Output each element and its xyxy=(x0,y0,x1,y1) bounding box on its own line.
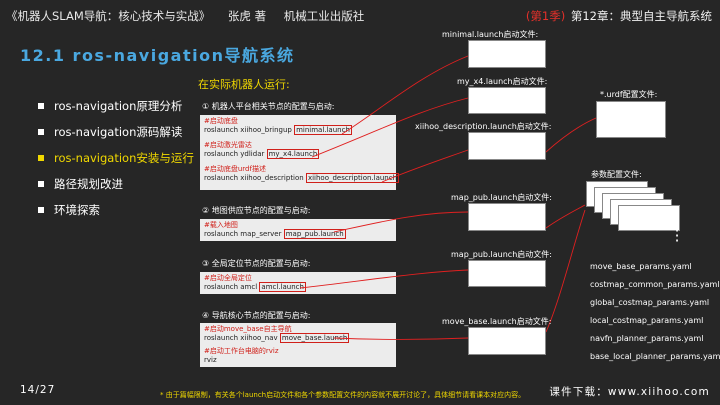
connector-move-base xyxy=(333,337,469,340)
file-minimal-launch: minimal.launch xyxy=(294,125,352,135)
launch-box-description xyxy=(468,132,546,160)
connector-my-x4 xyxy=(311,97,469,158)
volume-label: (第1季) xyxy=(525,9,566,23)
square-bullet-icon xyxy=(38,155,44,161)
params-label: 参数配置文件: xyxy=(591,170,642,179)
book-title: 《机器人SLAM导航：核心技术与实战》 xyxy=(6,9,211,23)
step-2-code: #载入地图 roslaunch map_server map_pub.launc… xyxy=(200,219,396,241)
yaml-move-base: move_base_params.yaml xyxy=(590,262,692,271)
file-my-x4-launch: my_x4.launch xyxy=(266,149,320,159)
connector-urdf xyxy=(545,117,597,153)
connector-params-2 xyxy=(545,204,586,229)
file-map-pub-launch: map_pub.launch xyxy=(283,229,346,239)
launch-label-move-base: move_base.launch启动文件: xyxy=(442,317,552,326)
nav-item-path-planning[interactable]: 路径规划改进 xyxy=(38,174,194,200)
launch-box-amcl xyxy=(468,260,546,287)
page-number: 14/27 xyxy=(20,384,56,396)
yaml-navfn-planner: navfn_planner_params.yaml xyxy=(590,334,704,343)
file-description-launch: xiihoo_description.launch xyxy=(305,173,400,183)
launch-box-map-pub xyxy=(468,203,546,231)
launch-box-minimal xyxy=(468,40,546,68)
step-2-title: ② 地图供应节点的配置与启动: xyxy=(202,206,311,215)
square-bullet-icon xyxy=(38,181,44,187)
nav-item-install-run[interactable]: ros-navigation安装与运行 xyxy=(38,148,194,174)
nav-item-principle[interactable]: ros-navigation原理分析 xyxy=(38,96,194,122)
nav-item-source[interactable]: ros-navigation源码解读 xyxy=(38,122,194,148)
book-publisher: 机械工业出版社 xyxy=(283,9,365,23)
nav-item-exploration[interactable]: 环境探索 xyxy=(38,200,194,226)
launch-box-move-base xyxy=(468,327,546,355)
urdf-box xyxy=(596,101,666,138)
header-chapter-info: (第1季) 第12章：典型自主导航系统 xyxy=(526,8,712,24)
header-book-info: 《机器人SLAM导航：核心技术与实战》 张虎 著 机械工业出版社 xyxy=(6,8,378,24)
connector-description xyxy=(381,149,469,183)
step-4-title: ④ 导航核心节点的配置与启动: xyxy=(202,311,311,320)
yaml-base-local-planner: base_local_planner_params.yaml xyxy=(590,352,720,361)
launch-label-map-pub: map_pub.launch启动文件: xyxy=(451,193,552,202)
launch-label-amcl: map_pub.launch启动文件: xyxy=(451,250,552,259)
launch-label-minimal: minimal.launch启动文件: xyxy=(442,30,539,39)
section-title: 在实际机器人运行: xyxy=(198,78,290,91)
book-author: 张虎 著 xyxy=(227,9,267,23)
square-bullet-icon xyxy=(38,103,44,109)
yaml-global-costmap: global_costmap_params.yaml xyxy=(590,298,710,307)
urdf-label: *.urdf配置文件: xyxy=(600,90,658,99)
param-box-5 xyxy=(618,205,680,231)
yaml-costmap-common: costmap_common_params.yaml xyxy=(590,280,720,289)
connector-params xyxy=(545,209,586,333)
square-bullet-icon xyxy=(38,129,44,135)
more-dots-icon: ··· xyxy=(674,221,680,250)
step-3-title: ③ 全局定位节点的配置与启动: xyxy=(202,259,311,268)
launch-label-description: xiihoo_description.launch启动文件: xyxy=(415,122,552,131)
step-1-code: #启动底盘 roslaunch xiihoo_bringup minimal.l… xyxy=(200,115,400,190)
launch-label-my-x4: my_x4.launch启动文件: xyxy=(457,77,548,86)
chapter-label: 第12章：典型自主导航系统 xyxy=(570,9,712,23)
step-3-code: #启动全局定位 roslaunch amcl amcl.launch xyxy=(200,272,396,294)
page-title: 12.1 ros-navigation导航系统 xyxy=(20,46,295,65)
connector-map-pub xyxy=(333,211,469,233)
outline-nav: ros-navigation原理分析 ros-navigation源码解读 ro… xyxy=(38,96,194,226)
connector-minimal xyxy=(341,55,469,135)
download-link[interactable]: 课件下载：www.xiihoo.com xyxy=(549,386,710,398)
launch-box-my-x4 xyxy=(468,87,546,114)
step-1-title: ① 机器人平台相关节点的配置与启动: xyxy=(202,102,335,111)
file-move-base-launch: move_base.launch xyxy=(279,333,350,343)
connector-amcl xyxy=(299,269,469,289)
square-bullet-icon xyxy=(38,207,44,213)
yaml-local-costmap: local_costmap_params.yaml xyxy=(590,316,704,325)
step-4-code: #启动move_base自主导航 roslaunch xiihoo_nav mo… xyxy=(200,323,396,367)
footer-note: * 由于篇幅限制，有关各个launch启动文件和各个参数配置文件的内容就不展开讨… xyxy=(160,391,526,399)
file-amcl-launch: amcl.launch xyxy=(259,282,306,292)
